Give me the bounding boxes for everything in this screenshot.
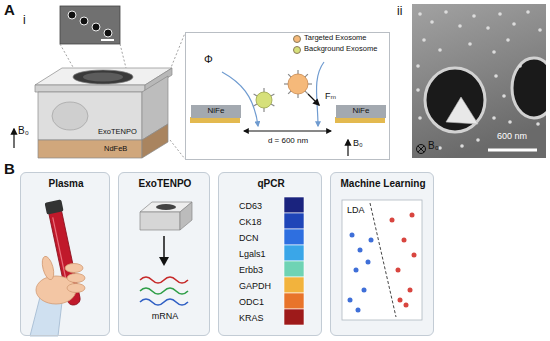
subpanel-number: i <box>23 14 26 28</box>
force-label: Fₘ <box>325 91 336 101</box>
step-box: Plasma <box>20 172 110 336</box>
step-box: qPCR CD63CK18DCN Lgals1Erbb3GAPDH ODC1KRAS <box>218 172 322 336</box>
step-heading: ExoTENPO <box>139 178 192 190</box>
background-exosome <box>254 88 275 112</box>
blood-tube <box>30 199 85 336</box>
gene-name: ODC1 <box>239 297 264 307</box>
flux-symbol: Φ <box>204 53 213 66</box>
step-box: ExoTENPO mRNA <box>118 172 210 336</box>
product-label: mRNA <box>152 311 179 321</box>
gene-name: DCN <box>239 233 259 243</box>
nife-layer: NiFe <box>191 105 241 118</box>
legend-swatch <box>293 35 301 43</box>
inset-photo <box>60 6 120 44</box>
scale-label: 600 nm <box>497 131 527 141</box>
force-arrow <box>308 94 319 105</box>
layer-name: NiFe <box>208 106 225 115</box>
dimension-arrow <box>244 131 331 132</box>
gene-name: CD63 <box>239 201 262 211</box>
nife-layer: NiFe <box>336 105 386 118</box>
gene-name: Erbb3 <box>239 265 263 275</box>
field-label: B₀ <box>18 125 29 137</box>
field-arrow <box>14 129 15 148</box>
gene-name: CK18 <box>239 217 262 227</box>
subpanel-number: ii <box>397 5 402 19</box>
scale-bar <box>488 149 537 152</box>
panel-letter: A <box>4 1 15 18</box>
field-label: B₀ <box>428 140 439 152</box>
step-heading: Machine Learning <box>340 178 425 190</box>
sem-image <box>412 4 550 158</box>
gene-name: KRAS <box>239 313 264 323</box>
legend-text: Targeted Exosome <box>304 34 367 43</box>
gene-name: Lgals1 <box>239 249 266 259</box>
part-name: ExoTENPO <box>98 128 137 137</box>
dimension-label: d = 600 nm <box>268 136 308 145</box>
step-heading: Plasma <box>48 178 83 190</box>
layer-name: NiFe <box>353 106 370 115</box>
field-label: B₀ <box>353 138 363 148</box>
device <box>35 68 172 158</box>
method-label: LDA <box>347 205 365 215</box>
panel-letter: B <box>4 160 15 177</box>
field-into-page-symbol <box>417 145 426 154</box>
targeted-exosome <box>284 70 312 98</box>
gene-name: GAPDH <box>239 281 271 291</box>
step-heading: qPCR <box>257 178 284 190</box>
chip-to-mrna <box>140 202 192 305</box>
step-box: Machine LearningLDA <box>330 172 434 336</box>
lda-plot <box>342 200 422 320</box>
box-grounds <box>20 172 434 336</box>
field-arrow <box>347 140 348 156</box>
part-name: NdFeB <box>104 145 127 154</box>
legend-swatch <box>293 46 301 54</box>
expression-heatmap <box>284 197 304 325</box>
legend-text: Background Exosome <box>304 45 377 54</box>
